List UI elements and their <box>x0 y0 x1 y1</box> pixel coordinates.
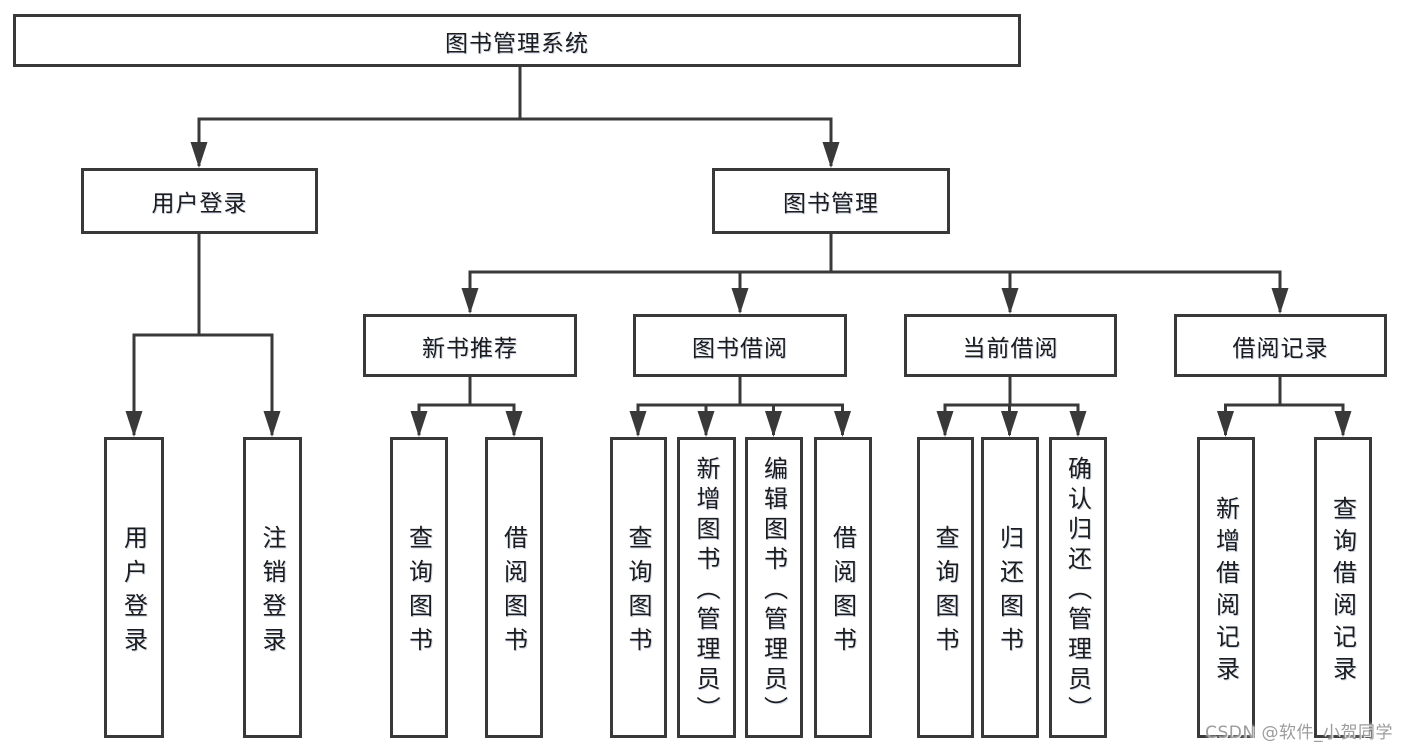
node-book-management-label: 图书管理 <box>783 191 879 217</box>
node-user-login: 用户登录 <box>81 168 318 234</box>
node-book-management: 图书管理 <box>712 168 950 234</box>
leaf-query-books-recommend: 查询图书 <box>390 437 448 738</box>
node-new-book-recommend: 新书推荐 <box>363 314 577 377</box>
connector-root-to-level2 <box>197 67 833 166</box>
leaf-query-books-current: 查询图书 <box>917 437 974 738</box>
leaf-user-login-label: 用户登录 <box>119 524 148 661</box>
leaf-borrow-books-recommend-label: 借阅图书 <box>499 524 528 661</box>
node-borrowing-records-label: 借阅记录 <box>1232 335 1329 362</box>
leaf-query-borrow-record: 查询借阅记录 <box>1314 437 1372 738</box>
leaf-query-books-current-label: 查询图书 <box>931 524 959 661</box>
leaf-confirm-return-admin-label: 确认归还（管理员） <box>1063 455 1092 726</box>
arrowheads <box>125 142 1352 437</box>
node-current-borrowing-label: 当前借阅 <box>962 335 1059 362</box>
leaf-query-books-recommend-label: 查询图书 <box>404 524 433 661</box>
leaf-logout-label: 注销登录 <box>258 524 286 661</box>
node-root-system: 图书管理系统 <box>13 14 1021 67</box>
connector-bookborrow-to-leaves <box>636 377 844 435</box>
leaf-query-borrow-record-label: 查询借阅记录 <box>1328 495 1357 688</box>
leaf-query-books-borrow: 查询图书 <box>610 437 667 738</box>
node-user-login-label: 用户登录 <box>151 191 248 217</box>
leaf-edit-books-admin-label: 编辑图书（管理员） <box>759 455 788 726</box>
node-borrowing-records: 借阅记录 <box>1174 314 1387 377</box>
leaf-add-borrow-record-label: 新增借阅记录 <box>1211 495 1240 688</box>
leaf-borrow-books-label: 借阅图书 <box>828 524 857 661</box>
node-root-system-label: 图书管理系统 <box>445 30 589 57</box>
leaf-confirm-return-admin: 确认归还（管理员） <box>1049 437 1107 738</box>
leaf-edit-books-admin: 编辑图书（管理员） <box>745 437 803 738</box>
leaf-borrow-books-recommend: 借阅图书 <box>485 437 543 738</box>
leaf-add-books-admin-label: 新增图书（管理员） <box>692 455 720 726</box>
leaf-borrow-books: 借阅图书 <box>814 437 872 738</box>
connector-bookmgmt-to-level3 <box>468 234 1282 312</box>
leaf-query-books-borrow-label: 查询图书 <box>624 524 652 661</box>
connector-newbookrec-to-leaves <box>417 377 516 435</box>
connector-borrowrecords-to-leaves <box>1224 377 1345 435</box>
leaf-add-books-admin: 新增图书（管理员） <box>677 437 736 738</box>
connector-userlogin-to-leaves <box>132 234 274 435</box>
watermark: CSDN @软件_小贺同学 <box>1205 723 1393 743</box>
leaf-logout: 注销登录 <box>243 437 302 738</box>
node-new-book-recommend-label: 新书推荐 <box>422 335 518 362</box>
node-book-borrowing-label: 图书借阅 <box>692 335 788 362</box>
leaf-return-books: 归还图书 <box>981 437 1039 738</box>
node-current-borrowing: 当前借阅 <box>904 314 1117 377</box>
leaf-add-borrow-record: 新增借阅记录 <box>1197 437 1255 738</box>
leaf-user-login: 用户登录 <box>104 437 164 738</box>
leaf-return-books-label: 归还图书 <box>995 524 1024 661</box>
node-book-borrowing: 图书借阅 <box>633 314 847 377</box>
